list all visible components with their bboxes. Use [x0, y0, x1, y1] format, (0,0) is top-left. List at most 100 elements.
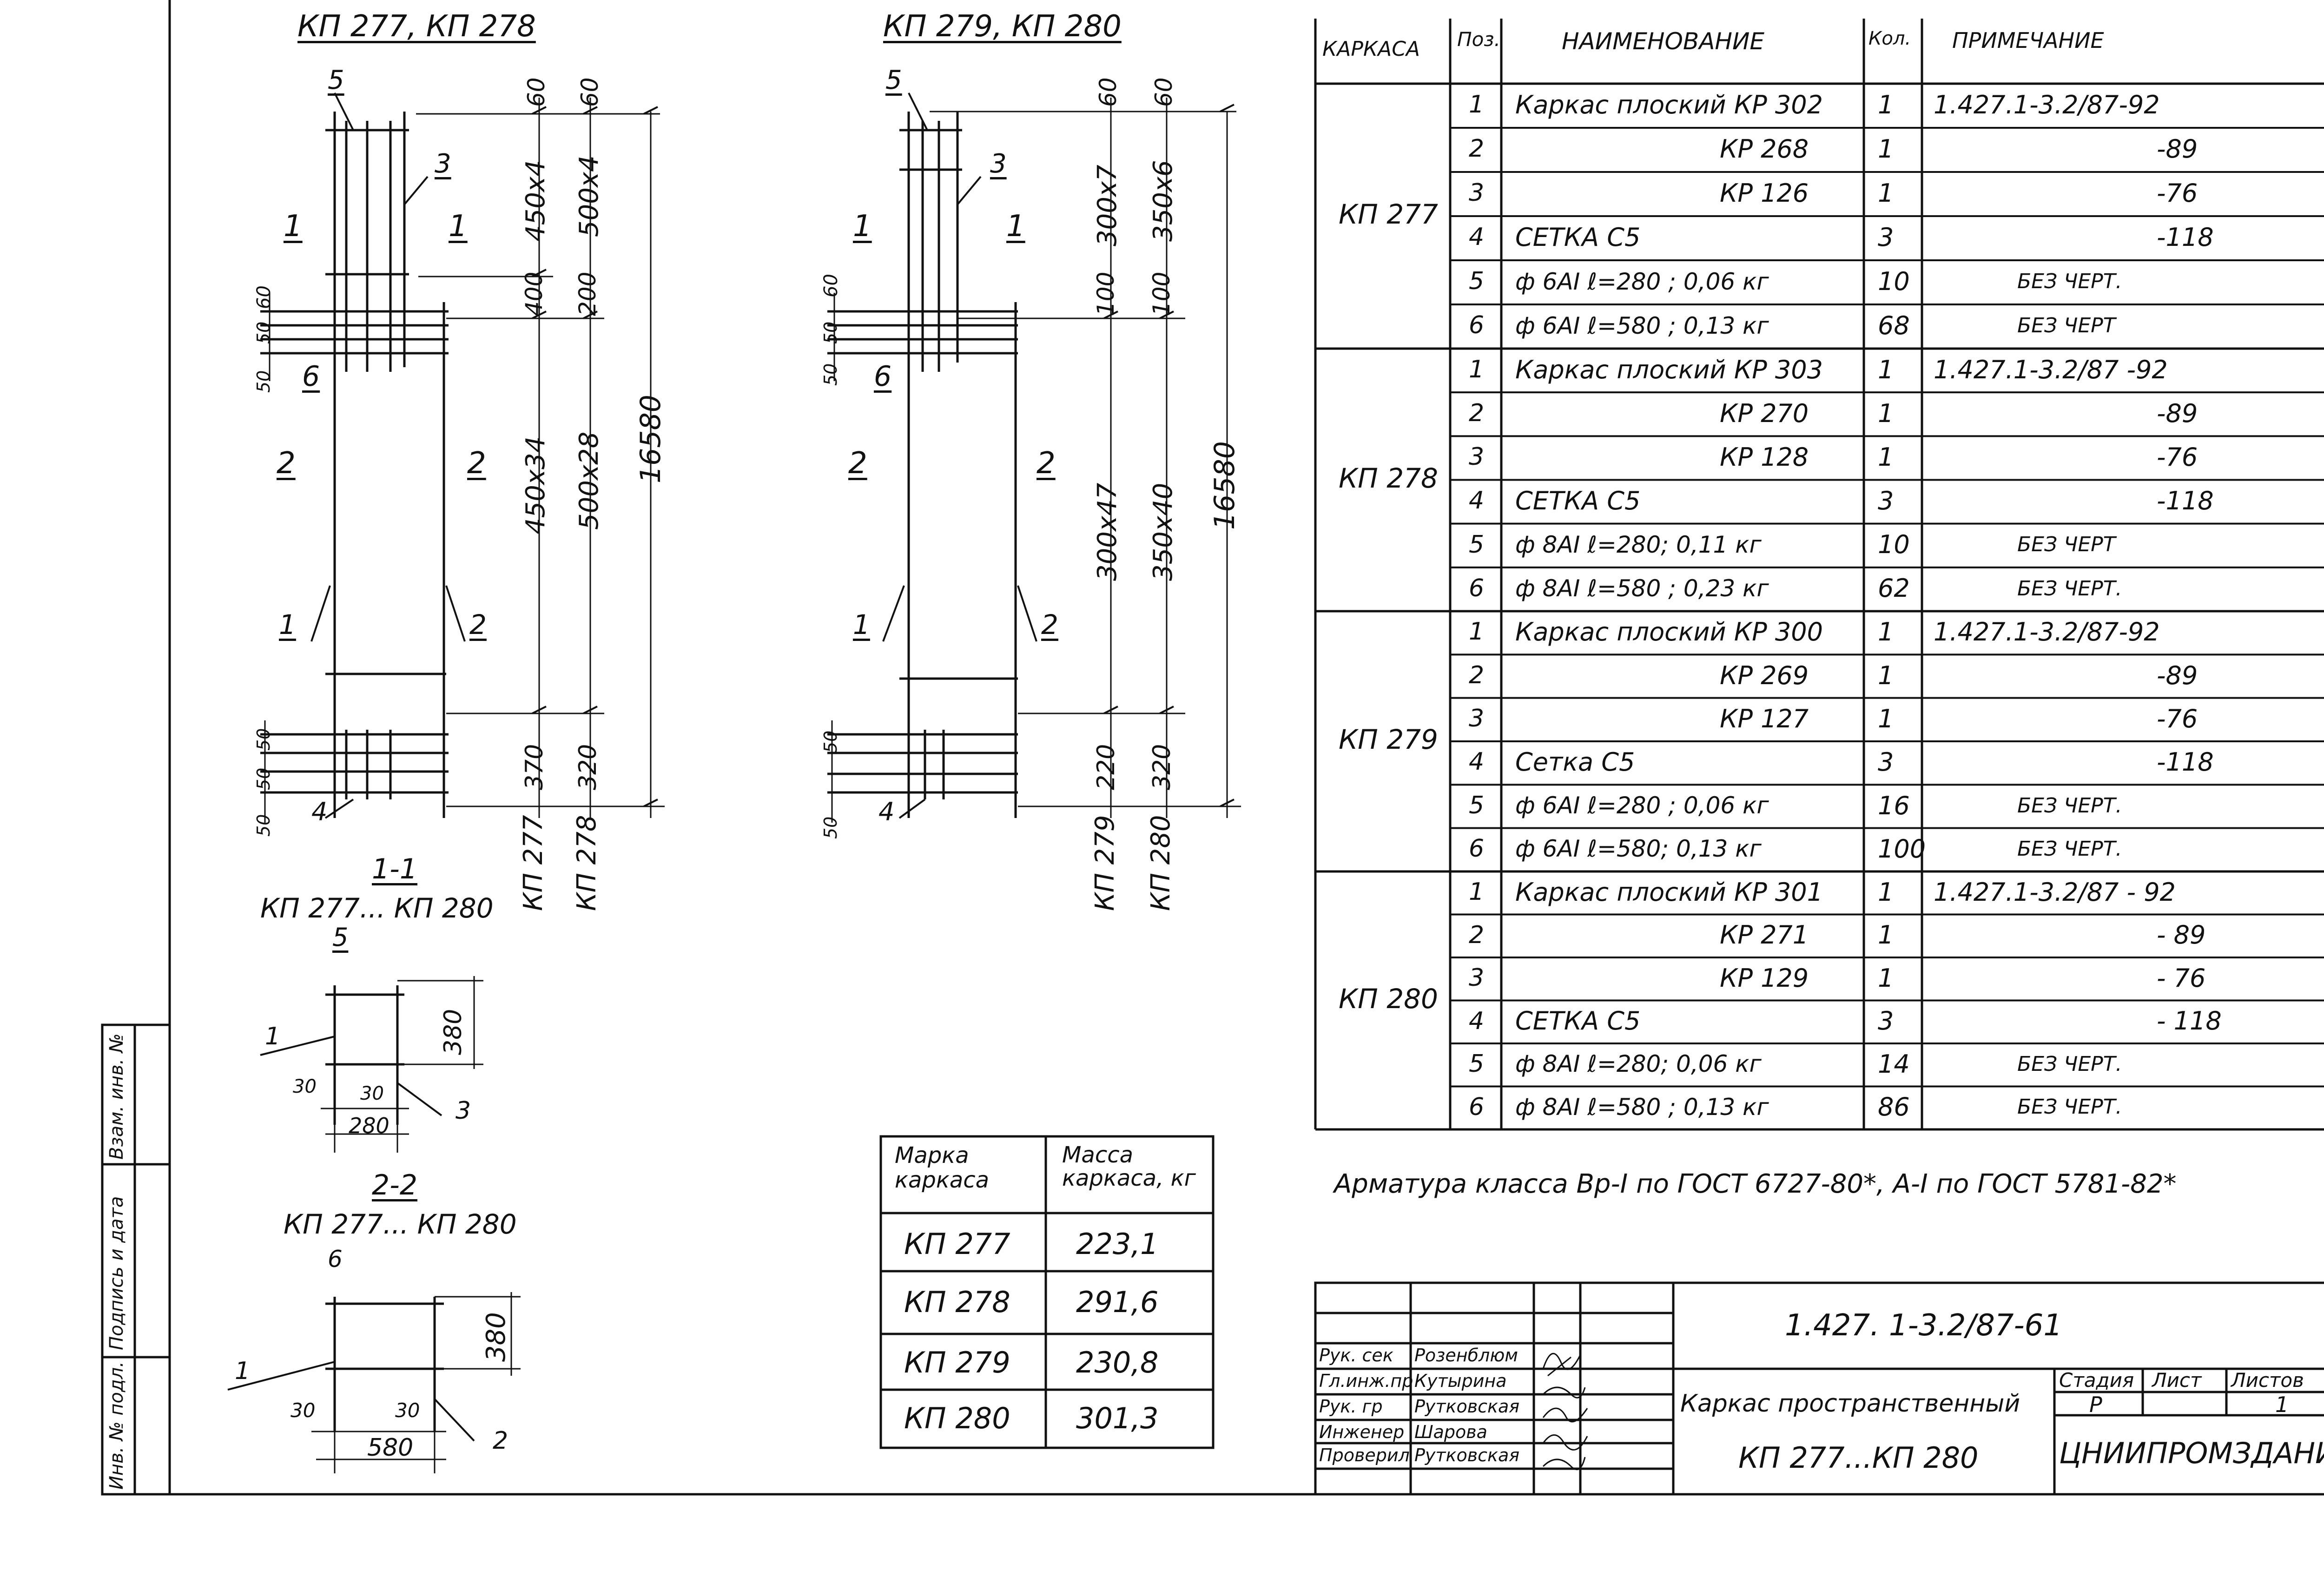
view-a-mark-1: КП 277 [518, 815, 548, 911]
view-b-mark-2: КП 280 [1146, 815, 1176, 911]
view-b-overall-dim: 16580 [1208, 441, 1241, 530]
section-2-callout-6: 6 [328, 1246, 343, 1273]
section-2-dim-380: 380 [481, 1312, 511, 1362]
view-b-dim-outer-5: 320 [1148, 744, 1176, 790]
spec-note: -76 [2157, 704, 2198, 733]
spec-pos: 1 [1469, 618, 1485, 646]
view-a-left-dim-5: 50 [253, 767, 274, 790]
spec-item-name: КР 271 [1720, 920, 1809, 950]
spec-item-name: КР 270 [1720, 398, 1809, 428]
spec-qty: 1 [1878, 90, 1894, 120]
view-b-callout-1-right: 1 [1006, 209, 1025, 244]
side-stamp-replace-inv: Взам. инв. № [106, 1033, 127, 1160]
mass-row-2-mark: КП 278 [904, 1285, 1010, 1319]
view-b-frame [827, 92, 1241, 823]
spec-qty: 1 [1878, 920, 1894, 950]
spec-item-name: ф 8АI ℓ=580 ; 0,23 кг [1515, 574, 1769, 602]
section-1-frame [260, 976, 483, 1153]
spec-note: - 118 [2157, 1006, 2222, 1036]
spec-qty: 1 [1878, 877, 1894, 907]
section-2-dim-30-left: 30 [290, 1399, 316, 1422]
view-b-dim-inner-1: 60 [1095, 77, 1122, 107]
view-a-callout-3: 3 [435, 149, 451, 179]
mass-row-2-value: 291,6 [1076, 1285, 1159, 1319]
spec-note: 1.427.1-3.2/87-92 [1934, 90, 2160, 120]
spec-group-name: КП 280 [1339, 983, 1438, 1015]
spec-table-grid [1314, 19, 2324, 1131]
view-a-left-dim-4: 50 [253, 728, 274, 751]
signatory-role: Рук. сек [1319, 1345, 1393, 1366]
signatory-name: Рутковская [1414, 1445, 1520, 1465]
view-b-callout-6: 6 [874, 360, 892, 393]
signatory-role: Рук. гр [1319, 1396, 1383, 1417]
section-2-dim-30-right: 30 [395, 1399, 420, 1422]
spec-header-name: НАИМЕНОВАНИЕ [1562, 28, 1764, 55]
spec-qty: 68 [1878, 311, 1910, 341]
mass-row-1-mark: КП 277 [904, 1227, 1010, 1261]
spec-note: - 89 [2157, 920, 2206, 950]
spec-note: -118 [2157, 486, 2214, 516]
spec-item-name: КР 268 [1720, 134, 1809, 164]
view-a-callout-5: 5 [328, 65, 344, 95]
spec-note: БЕЗ ЧЕРТ. [2017, 1052, 2122, 1076]
view-a-dim-inner-4: 450х34 [521, 436, 551, 534]
view-a-dim-outer-3: 200 [574, 271, 601, 316]
section-1-title: 1-1 [372, 853, 417, 885]
section-1-dim-280: 280 [349, 1113, 390, 1138]
signatures [1542, 1353, 1588, 1471]
spec-item-name: КР 128 [1720, 442, 1809, 472]
view-b-dim-inner-4: 300х47 [1092, 482, 1122, 581]
spec-qty: 3 [1878, 747, 1894, 777]
side-stamp-inv-orig: Инв. № подл. [106, 1361, 127, 1490]
section-1-callout-3: 3 [456, 1097, 471, 1125]
view-a-mark-2: КП 278 [572, 815, 602, 911]
spec-note: -89 [2157, 660, 2198, 690]
view-a-frame [260, 92, 665, 823]
spec-qty: 14 [1878, 1049, 1910, 1079]
spec-pos: 1 [1469, 878, 1485, 906]
view-a-overall-dim: 16580 [634, 395, 667, 483]
spec-pos: 3 [1469, 179, 1485, 207]
view-b-dim-inner-3: 100 [1092, 271, 1119, 316]
spec-qty: 10 [1878, 530, 1910, 560]
spec-header-note: ПРИМЕЧАНИЕ [1952, 28, 2104, 53]
section-1-dim-380: 380 [439, 1009, 467, 1055]
section-2-subtitle: КП 277... КП 280 [284, 1208, 517, 1240]
spec-group-name: КП 277 [1339, 198, 1438, 230]
view-b-dim-inner-2: 300х7 [1092, 165, 1122, 246]
spec-item-name: Каркас плоский КР 302 [1515, 90, 1823, 120]
spec-row-lines [1450, 127, 2324, 1088]
spec-item-name: КР 126 [1720, 178, 1809, 208]
spec-pos: 4 [1469, 487, 1485, 515]
spec-item-name: Каркас плоский КР 300 [1515, 617, 1823, 647]
section-1-dim-30-left: 30 [293, 1076, 317, 1097]
section-2-title: 2-2 [372, 1169, 417, 1201]
reinforcement-note: Арматура класса Вр-I по ГОСТ 6727-80*, А… [1334, 1169, 2177, 1199]
mass-row-3-mark: КП 279 [904, 1346, 1010, 1379]
spec-item-name: СЕТКА С5 [1515, 1006, 1641, 1036]
spec-item-name: КР 127 [1720, 704, 1809, 733]
spec-header-frame: КАРКАСА [1322, 37, 1420, 61]
signatory-role: Гл.инж.пр [1319, 1371, 1413, 1391]
spec-qty: 3 [1878, 486, 1894, 516]
signatory-name: Шарова [1414, 1422, 1487, 1442]
spec-pos: 1 [1469, 355, 1485, 383]
spec-item-name: КР 269 [1720, 660, 1809, 690]
spec-pos: 3 [1469, 443, 1485, 471]
view-a-callout-4: 4 [311, 797, 328, 826]
view-b-mark-1: КП 279 [1090, 815, 1120, 911]
signatory-role: Инженер [1319, 1422, 1405, 1442]
side-stamp-signature-date: Подпись и дата [106, 1196, 127, 1350]
spec-pos: 6 [1469, 835, 1485, 863]
view-b-callout-1-lower: 1 [853, 609, 870, 640]
section-2-dim-580: 580 [367, 1434, 414, 1462]
spec-qty: 1 [1878, 963, 1894, 993]
spec-header-pos: Поз. [1457, 28, 1500, 51]
view-b-dim-outer-2: 350х6 [1148, 160, 1178, 242]
spec-pos: 2 [1469, 135, 1485, 163]
section-1-callout-1: 1 [265, 1023, 281, 1050]
spec-item-name: Каркас плоский КР 303 [1515, 355, 1823, 384]
view-a-callout-6: 6 [302, 360, 320, 393]
signatory-role: Проверил [1319, 1445, 1410, 1465]
